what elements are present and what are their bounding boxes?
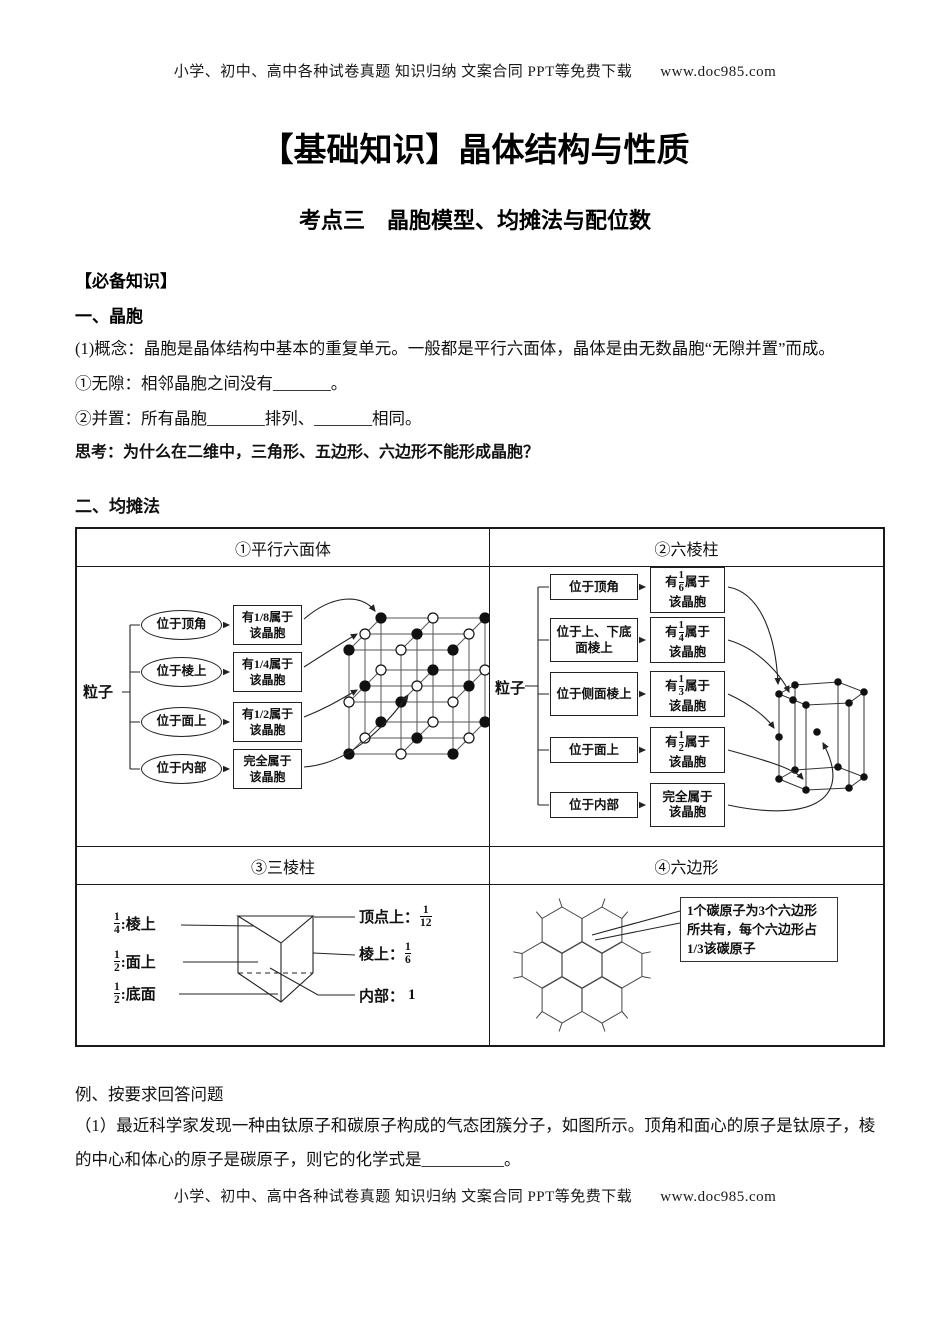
honeycomb-lattice <box>513 898 651 1032</box>
think-question: 思考：为什么在二维中，三角形、五边形、六边形不能形成晶胞？ <box>75 444 540 461</box>
share-box-1-8: 有1/8属于 该晶胞 <box>233 605 302 645</box>
header-hexagon: ④六边形 <box>489 847 883 885</box>
cell-parallelepiped: 粒子 位于顶角 位于棱上 位于面上 位于内部 有1/8属于 该晶胞 有1/4属于… <box>77 567 489 847</box>
position-ellipse-vertex: 位于顶角 <box>141 610 222 640</box>
concept-paragraph: (1)概念：晶胞是晶体结构中基本的重复单元。一般都是平行六面体，晶体是由无数晶胞… <box>75 339 835 358</box>
footer-text: 小学、初中、高中各种试卷真题 知识归纳 文案合同 PPT等免费下载 <box>173 1189 633 1205</box>
carbon-note: 1个碳原子为3个六边形 所共有，每个六边形占 1/3该碳原子 <box>680 897 838 962</box>
header-parallelepiped: ①平行六面体 <box>77 529 489 567</box>
position-box-face: 位于面上 <box>550 737 638 763</box>
table-header-row-1: ①平行六面体 ②六棱柱 <box>77 529 883 567</box>
table-body-row-1: 粒子 位于顶角 位于棱上 位于面上 位于内部 有1/8属于 该晶胞 有1/4属于… <box>77 567 883 847</box>
share-box-1-2: 有1/2属于 该晶胞 <box>233 702 302 742</box>
table-header-row-2: ③三棱柱 ④六边形 <box>77 847 883 885</box>
item-no-gap: ①无隙：相邻晶胞之间没有_______。 <box>75 374 348 393</box>
header-strip: 小学、初中、高中各种试卷真题 知识归纳 文案合同 PPT等免费下载 www.doc… <box>0 0 950 81</box>
share-box-1-4: 有1/4属于 该晶胞 <box>233 652 302 692</box>
section-2-heading: 二、均摊法 <box>75 497 160 516</box>
header-hexagonal-prism: ②六棱柱 <box>489 529 883 567</box>
particle-label: 粒子 <box>495 681 526 697</box>
position-box-inside: 位于内部 <box>550 792 638 818</box>
cell-hexagon: 1个碳原子为3个六边形 所共有，每个六边形占 1/3该碳原子 <box>489 885 883 1045</box>
position-box-side-edge: 位于侧面棱上 <box>550 672 638 716</box>
position-ellipse-edge: 位于棱上 <box>141 657 222 687</box>
share-box-full: 完全属于 该晶胞 <box>233 749 302 789</box>
page-title: 【基础知识】晶体结构与性质 <box>260 131 690 168</box>
particle-label: 粒子 <box>83 685 114 701</box>
crystal-lattice <box>343 612 489 760</box>
position-ellipse-face: 位于面上 <box>141 707 222 737</box>
label-inside-value: 内部：1 <box>359 987 416 1005</box>
sharing-method-table: ①平行六面体 ②六棱柱 <box>75 527 885 1047</box>
footer-url: www.doc985.com <box>660 1189 777 1205</box>
header-triangular-prism: ③三棱柱 <box>77 847 489 885</box>
parallelepiped-diagram <box>122 598 489 773</box>
section-1-heading: 一、晶胞 <box>75 307 143 326</box>
section-required-knowledge: 【必备知识】 <box>75 272 177 291</box>
header-url: www.doc985.com <box>660 64 777 80</box>
footer-strip: 小学、初中、高中各种试卷真题 知识归纳 文案合同 PPT等免费下载 www.doc… <box>0 1185 950 1206</box>
triangular-prism-diagram <box>179 915 356 1003</box>
share-box-full: 完全属于 该晶胞 <box>650 783 725 827</box>
position-box-base-edge: 位于上、下底面棱上 <box>550 618 638 662</box>
position-box-vertex: 位于顶角 <box>550 574 638 600</box>
page-subtitle: 考点三 晶胞模型、均摊法与配位数 <box>298 208 651 233</box>
honeycomb-diagram <box>513 898 681 1032</box>
example-question-1: （1）最近科学家发现一种由钛原子和碳原子构成的气态团簇分子，如图所示。顶角和面心… <box>75 1116 876 1169</box>
header-text: 小学、初中、高中各种试卷真题 知识归纳 文案合同 PPT等免费下载 <box>173 64 633 80</box>
document-page: 小学、初中、高中各种试卷真题 知识归纳 文案合同 PPT等免费下载 www.doc… <box>0 0 950 1206</box>
hexagonal-prism-diagram <box>525 583 868 812</box>
hexagonal-prism <box>775 678 868 794</box>
content-area: 【必备知识】 一、晶胞 (1)概念：晶胞是晶体结构中基本的重复单元。一般都是平行… <box>75 267 885 1177</box>
example-heading: 例、按要求回答问题 <box>75 1085 224 1104</box>
item-juxtaposition: ②并置：所有晶胞_______排列、_______相同。 <box>75 409 422 428</box>
position-ellipse-inside: 位于内部 <box>141 754 222 784</box>
